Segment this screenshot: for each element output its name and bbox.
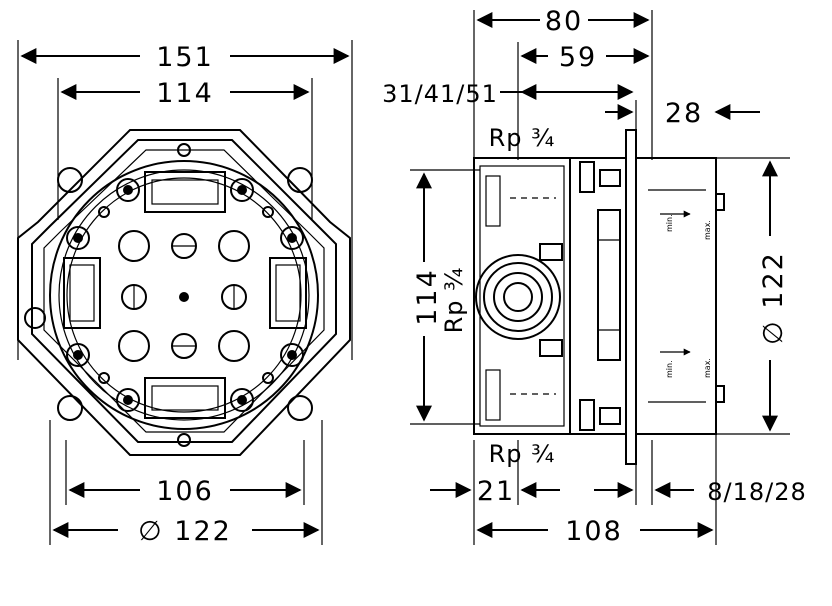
dim-106: 106 xyxy=(68,476,302,507)
dim-108: 108 xyxy=(476,516,714,547)
dim-114-label: 114 xyxy=(156,78,214,109)
dim-114-top: 114 xyxy=(60,78,310,109)
dim-21-label: 21 xyxy=(477,476,515,507)
side-view: 80 59 31/41/51 28 114 Rp ¾ xyxy=(382,6,807,547)
dim-diameter-label: ∅ 122 xyxy=(138,516,232,547)
label-max-top: max. xyxy=(703,220,712,240)
dim-8-18-28-label: 8/18/28 xyxy=(707,478,807,506)
dim-21: 21 xyxy=(430,476,560,507)
dim-59-label: 59 xyxy=(559,42,597,73)
dim-108-label: 108 xyxy=(565,516,623,547)
dim-diameter-122-front: ∅ 122 xyxy=(52,516,320,547)
label-max-bottom: max. xyxy=(703,358,712,378)
dim-59: 59 xyxy=(520,42,650,73)
dim-80-label: 80 xyxy=(545,6,583,37)
port-pattern xyxy=(118,230,250,362)
dim-31-41-51-label: 31/41/51 xyxy=(382,80,498,108)
thread-bottom-label: Rp ¾ xyxy=(489,440,556,468)
dim-114-vertical: 114 Rp ¾ xyxy=(412,172,468,422)
front-view: 151 114 xyxy=(17,40,353,547)
dim-80: 80 xyxy=(476,6,650,37)
dim-28: 28 xyxy=(605,98,760,129)
central-port xyxy=(475,254,561,340)
dim-106-label: 106 xyxy=(156,476,214,507)
dim-diameter-122-side: ∅ 122 xyxy=(758,160,789,432)
dim-151: 151 xyxy=(20,42,350,73)
label-min-top: min. xyxy=(665,214,674,232)
dim-8-18-28: 8/18/28 xyxy=(594,478,807,506)
adjustment-marks: min. max. min. max. xyxy=(660,210,712,378)
dim-151-label: 151 xyxy=(156,42,214,73)
thread-top-label: Rp ¾ xyxy=(489,124,556,152)
dim-31-41-51: 31/41/51 xyxy=(382,80,634,108)
bolt-bosses xyxy=(66,143,304,447)
thread-left-label: Rp ¾ xyxy=(440,267,468,334)
dim-diameter-side-label: ∅ 122 xyxy=(758,251,789,345)
dim-28-label: 28 xyxy=(665,98,703,129)
dim-114-vertical-label: 114 xyxy=(412,268,443,326)
label-min-bottom: min. xyxy=(665,360,674,378)
side-ribs xyxy=(485,161,621,431)
